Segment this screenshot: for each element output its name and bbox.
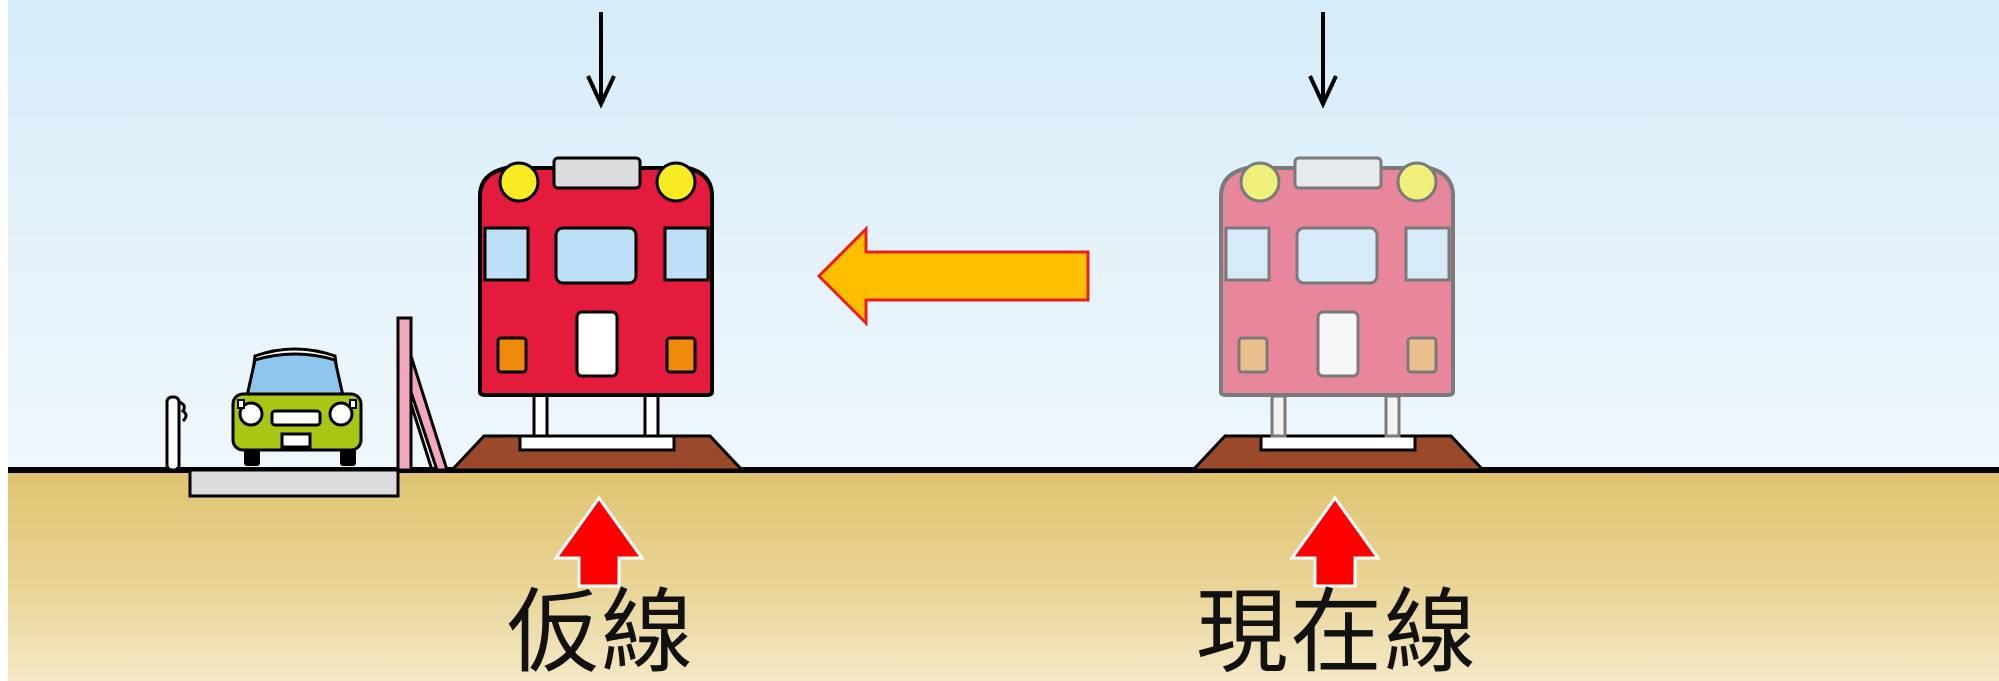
label-current-line: 現在線 bbox=[1196, 579, 1479, 681]
up-arrow-icon bbox=[553, 495, 645, 588]
road-slab bbox=[188, 468, 400, 498]
fence-icon bbox=[396, 316, 450, 472]
track-rail bbox=[518, 434, 676, 452]
down-arrow-icon bbox=[586, 12, 616, 109]
bollard-icon bbox=[165, 395, 188, 472]
left-margin-strip bbox=[0, 0, 8, 681]
train-temporary bbox=[448, 156, 746, 472]
car-front-icon bbox=[231, 347, 363, 466]
down-arrow-icon bbox=[1308, 12, 1338, 109]
train-current bbox=[1189, 156, 1487, 472]
label-temporary-line: 仮線 bbox=[507, 579, 696, 681]
left-arrow-icon bbox=[816, 225, 1090, 327]
ground-background bbox=[0, 470, 1999, 681]
up-arrow-icon bbox=[1289, 495, 1381, 588]
track-rail bbox=[1259, 434, 1417, 452]
